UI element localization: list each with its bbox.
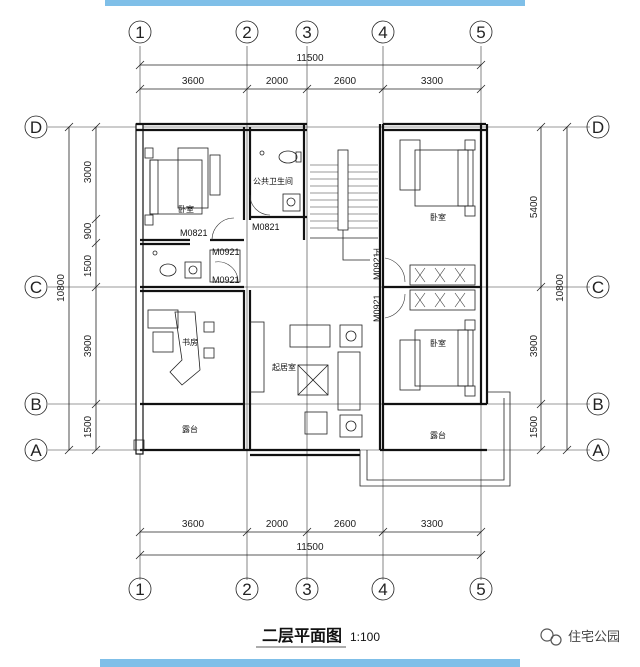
axis-bottom-2: 2 — [242, 580, 251, 599]
axis-left-D: D — [30, 118, 42, 137]
door-label-m0921-b: M0921 — [212, 275, 240, 285]
terrace-west: 露台 — [133, 424, 198, 451]
axis-grid — [48, 46, 590, 580]
axis-top-5: 5 — [476, 23, 485, 42]
door-label-m0921-a: M0921 — [212, 247, 240, 257]
wechat-logo-icon — [540, 628, 554, 642]
room-label-bedroom-se: 卧室 — [430, 338, 446, 348]
axis-bubbles-left: D C B A — [24, 115, 48, 462]
dim-top-2: 2000 — [266, 76, 289, 87]
walls — [135, 122, 489, 457]
dim-right-total: 10800 — [555, 274, 566, 302]
room-label-study: 书房 — [182, 337, 198, 347]
dim-bottom-2: 2000 — [266, 519, 289, 530]
stair-down-label: 下 — [373, 248, 381, 257]
dimensions-right: 5400 3900 1500 10800 — [529, 122, 572, 455]
axis-bottom-5: 5 — [476, 580, 485, 599]
door-label-m0921-c: M0921 — [372, 252, 382, 280]
room-label-bedroom-ne: 卧室 — [430, 212, 446, 222]
dim-left-3: 1500 — [83, 254, 94, 277]
axis-right-B: B — [592, 395, 603, 414]
room-label-living: 起居室 — [272, 362, 296, 372]
room-living: 起居室 — [249, 321, 363, 438]
room-study: 书房 — [147, 309, 215, 386]
plan-scale: 1:100 — [350, 630, 380, 644]
room-label-bedroom-nw: 卧室 — [178, 204, 194, 214]
dim-top-4: 3300 — [421, 76, 444, 87]
dim-right-3: 1500 — [529, 415, 540, 438]
dim-bottom-total: 11500 — [296, 542, 324, 553]
door-label-m0921-d: M0921 — [372, 294, 382, 322]
axis-right-C: C — [592, 278, 604, 297]
axis-right-D: D — [592, 118, 604, 137]
door-labels: M0821 M0821 M0921 M0921 M0921 M0921 — [180, 222, 382, 322]
watermark: 住宅公园 — [540, 628, 620, 646]
terrace-east: 露台 — [359, 391, 511, 487]
dim-left-5: 1500 — [83, 415, 94, 438]
room-private-bath — [152, 249, 241, 283]
dim-left-4: 3900 — [83, 334, 94, 357]
dim-bottom-3: 2600 — [334, 519, 357, 530]
dim-right-2: 3900 — [529, 334, 540, 357]
axis-right-A: A — [592, 441, 604, 460]
room-label-terrace-w: 露台 — [182, 424, 198, 434]
bottom-accent-bar — [100, 659, 520, 667]
dim-left-total: 10800 — [56, 274, 67, 302]
room-bedroom-se: 卧室 — [399, 319, 476, 397]
room-label-terrace-e: 露台 — [430, 430, 446, 440]
axis-bottom-1: 1 — [135, 580, 144, 599]
plan-title: 二层平面图 — [262, 626, 342, 645]
axis-bubbles-top: 1 2 3 4 5 — [128, 20, 493, 44]
dim-top-3: 2600 — [334, 76, 357, 87]
door-label-m0821-b: M0821 — [180, 228, 208, 238]
dim-top-1: 3600 — [182, 76, 205, 87]
dim-left-2: 900 — [83, 222, 94, 239]
dimensions-top: 11500 3600 2000 2600 3300 — [135, 53, 486, 94]
dim-left-1: 3000 — [83, 160, 94, 183]
axis-top-2: 2 — [242, 23, 251, 42]
door-swings — [211, 194, 406, 319]
dim-bottom-4: 3300 — [421, 519, 444, 530]
dimensions-left: 3000 900 1500 3900 1500 10800 — [56, 122, 101, 455]
axis-bubbles-right: D C B A — [586, 115, 610, 462]
axis-bottom-3: 3 — [302, 580, 311, 599]
dimensions-bottom: 3600 2000 2600 3300 11500 — [135, 519, 486, 560]
axis-left-A: A — [30, 441, 42, 460]
axis-bubbles-bottom: 1 2 3 4 5 — [128, 577, 493, 601]
axis-top-4: 4 — [378, 23, 387, 42]
door-label-m0821-a: M0821 — [252, 222, 280, 232]
top-accent-bar — [105, 0, 525, 6]
dim-bottom-1: 3600 — [182, 519, 205, 530]
dim-top-total: 11500 — [296, 53, 324, 64]
axis-bottom-4: 4 — [378, 580, 387, 599]
axis-left-B: B — [30, 395, 41, 414]
room-label-public-wc: 公共卫生间 — [253, 176, 293, 186]
wardrobes — [409, 264, 476, 311]
room-bedroom-ne: 卧室 — [399, 139, 476, 222]
watermark-text: 住宅公园 — [568, 630, 620, 645]
axis-left-C: C — [30, 278, 42, 297]
drawing-title: 二层平面图 1:100 — [256, 626, 380, 648]
staircase: 下 — [310, 149, 381, 261]
room-public-wc: 公共卫生间 — [253, 150, 302, 212]
axis-top-1: 1 — [135, 23, 144, 42]
room-bedroom-nw: 卧室 — [144, 147, 221, 226]
axis-top-3: 3 — [302, 23, 311, 42]
dim-right-1: 5400 — [529, 195, 540, 218]
